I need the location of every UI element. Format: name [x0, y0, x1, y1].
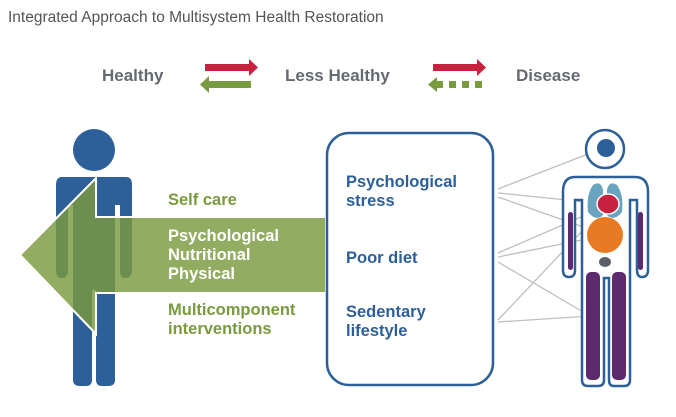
- self-care-label: Self care: [168, 191, 237, 209]
- risk-factor-line: lifestyle: [346, 322, 408, 340]
- state-healthy: Healthy: [102, 66, 164, 85]
- multicomponent-line: Multicomponent: [168, 301, 296, 319]
- multicomponent-line: interventions: [168, 320, 272, 338]
- bidirectional-arrows-icon: [200, 59, 258, 93]
- organ-body-icon: [561, 128, 650, 388]
- intervention-types: Psychological Nutritional Physical: [168, 227, 279, 284]
- risk-factor-box: [325, 131, 495, 387]
- page-title: Integrated Approach to Multisystem Healt…: [8, 9, 384, 26]
- dashed-bidirectional-arrows-icon: [428, 59, 486, 92]
- risk-factor-sedentary: Sedentary lifestyle: [346, 303, 426, 341]
- risk-factor-diet: Poor diet: [346, 249, 418, 268]
- risk-factor-stress: Psychological stress: [346, 173, 457, 211]
- multicomponent-label: Multicomponent interventions: [168, 301, 295, 339]
- risk-factor-line: Poor diet: [346, 249, 418, 267]
- intervention-type: Nutritional: [168, 246, 251, 264]
- risk-factor-line: Psychological: [346, 173, 457, 191]
- state-less-healthy: Less Healthy: [285, 66, 390, 85]
- intervention-type: Physical: [168, 265, 235, 283]
- risk-factor-line: stress: [346, 192, 395, 210]
- intervention-type: Psychological: [168, 227, 279, 245]
- risk-factor-line: Sedentary: [346, 303, 426, 321]
- state-disease: Disease: [516, 66, 581, 85]
